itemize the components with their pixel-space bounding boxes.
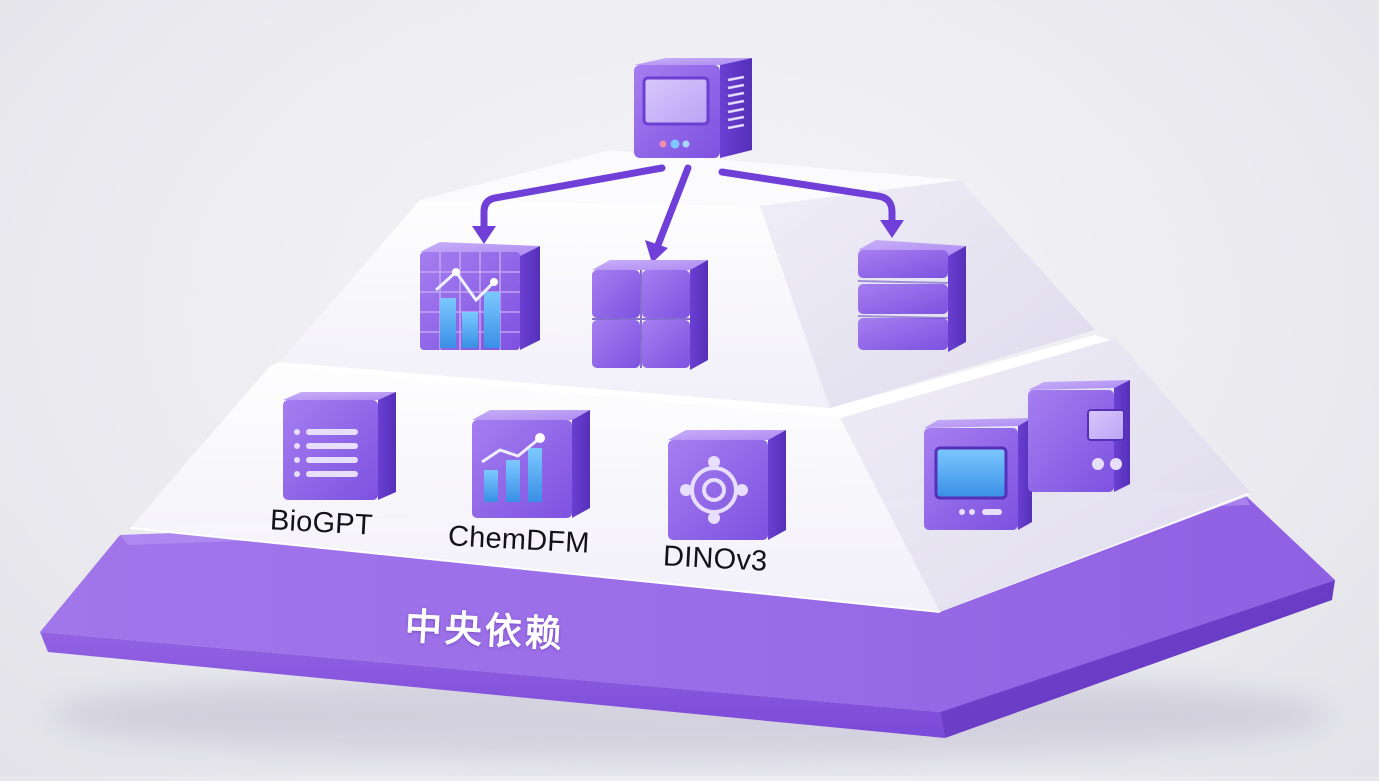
base-label: 中央依赖: [403, 604, 566, 657]
arrowheads: [472, 220, 904, 263]
base-front-face: [40, 632, 945, 738]
dependency-arrows: [480, 164, 896, 249]
arrow-to-stacked-layers: [718, 168, 896, 226]
upper-top-face: [420, 150, 960, 206]
chart-grid-icon: [420, 242, 540, 350]
block-cluster-icon: [592, 260, 708, 370]
list-document-icon: [283, 392, 396, 500]
monitor-server-icon: [634, 58, 752, 158]
upper-ledge: [270, 335, 1110, 418]
stacked-layers-icon: [857, 240, 966, 352]
device-panel-icon: [1028, 380, 1130, 492]
arrow-to-chart-grid: [480, 164, 666, 232]
bar-chart-icon: [472, 410, 590, 518]
lower-edge: [129, 527, 941, 613]
model-label-dinov3: DINOv3: [662, 540, 769, 578]
model-label-biogpt: BioGPT: [269, 504, 374, 542]
hub-network-icon: [668, 430, 786, 540]
arrow-to-block-cluster: [654, 164, 692, 249]
base-side-face: [940, 580, 1335, 738]
device-screen-icon: [924, 418, 1032, 530]
